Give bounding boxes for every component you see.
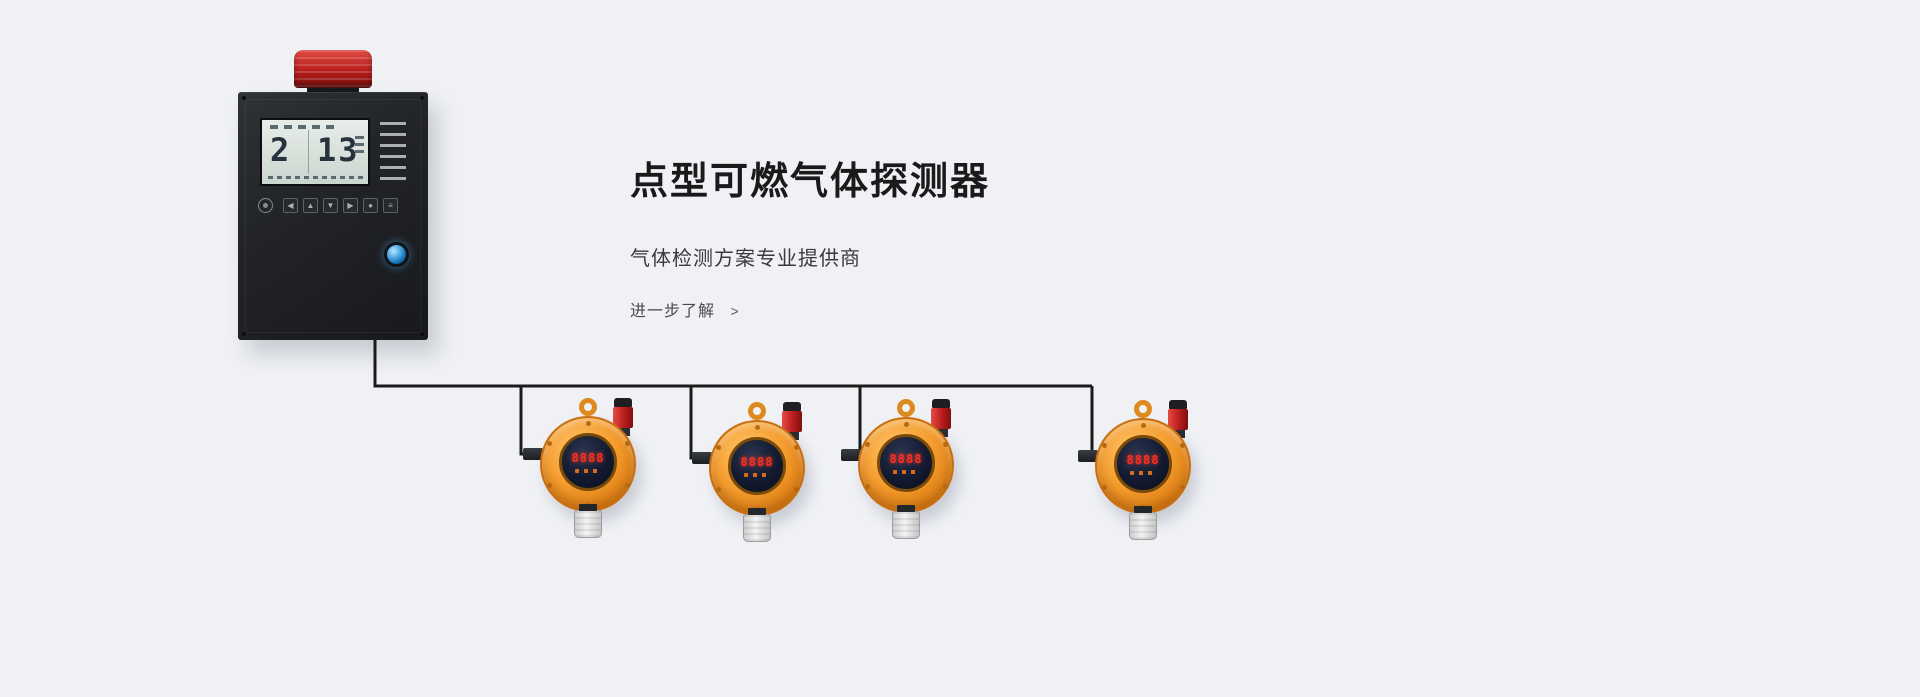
cable-gland [841,449,861,461]
key-left-icon: ◀ [283,197,298,213]
controller-cabinet: 2 13 ◀ ▲ ▼ ▶ ● ≡ [238,92,428,340]
detector-body: 8888 [540,416,636,512]
key-menu-icon: ≡ [383,197,398,213]
gas-sensor-head [892,505,920,539]
mounting-ring [579,398,597,416]
cable-gland [1078,450,1098,462]
detector-reading: 8888 [740,455,774,469]
gas-sensor-head [743,508,771,542]
detector-buttons [1130,471,1156,475]
gas-detector-4: 8888 [1078,398,1208,548]
hero-subtitle: 气体检测方案专业提供商 [630,247,861,270]
lcd-unit-marks [355,136,364,154]
strobe-red-dome [294,50,372,88]
gas-sensor-head [574,504,602,538]
detector-buttons [744,473,770,477]
buzzer-icon [258,197,273,213]
key-right-icon: ▶ [343,197,358,213]
cable-gland [523,448,543,460]
learn-more-label: 进一步了解 [630,302,716,320]
status-indicator-labels [380,122,406,188]
key-enter-icon: ● [363,197,378,213]
mounting-ring [1134,400,1152,418]
lcd-status-icons [270,125,334,129]
detector-display: 8888 [1114,435,1172,493]
learn-more-link[interactable]: 进一步了解 > [630,297,740,321]
power-indicator-lamp [384,242,409,267]
detector-display: 8888 [728,437,786,495]
cable-gland [692,452,712,464]
hero-copy: 点型可燃气体探测器 气体检测方案专业提供商 进一步了解 > [630,160,990,321]
detector-reading: 8888 [571,451,605,465]
gas-sensor-head [1129,506,1157,540]
detector-buttons [893,470,919,474]
controller-keypad: ◀ ▲ ▼ ▶ ● ≡ [258,196,414,214]
detector-display: 8888 [877,434,935,492]
lcd-reading-value: 13 [317,131,360,169]
gas-detector-2: 8888 [692,400,822,550]
lcd-channel-value: 2 [270,131,290,169]
page-title: 点型可燃气体探测器 [630,161,991,203]
gas-detector-1: 8888 [523,396,653,546]
chevron-right-icon: > [730,302,740,319]
detector-body: 8888 [709,420,805,516]
detector-buttons [575,469,601,473]
mounting-ring [748,402,766,420]
mounting-ring [897,399,915,417]
strobe-mount [307,86,359,96]
controller-alarm-strobe [294,50,372,96]
lcd-footer-text [268,176,366,179]
detector-body: 8888 [1095,418,1191,514]
key-down-icon: ▼ [323,197,338,213]
key-up-icon: ▲ [303,197,318,213]
detector-body: 8888 [858,417,954,513]
detector-reading: 8888 [889,452,923,466]
detector-display: 8888 [559,433,617,491]
gas-detector-3: 8888 [841,397,971,547]
controller-lcd: 2 13 [260,118,370,186]
gas-alarm-controller: 2 13 ◀ ▲ ▼ ▶ ● ≡ [238,50,428,340]
detector-reading: 8888 [1126,453,1160,467]
